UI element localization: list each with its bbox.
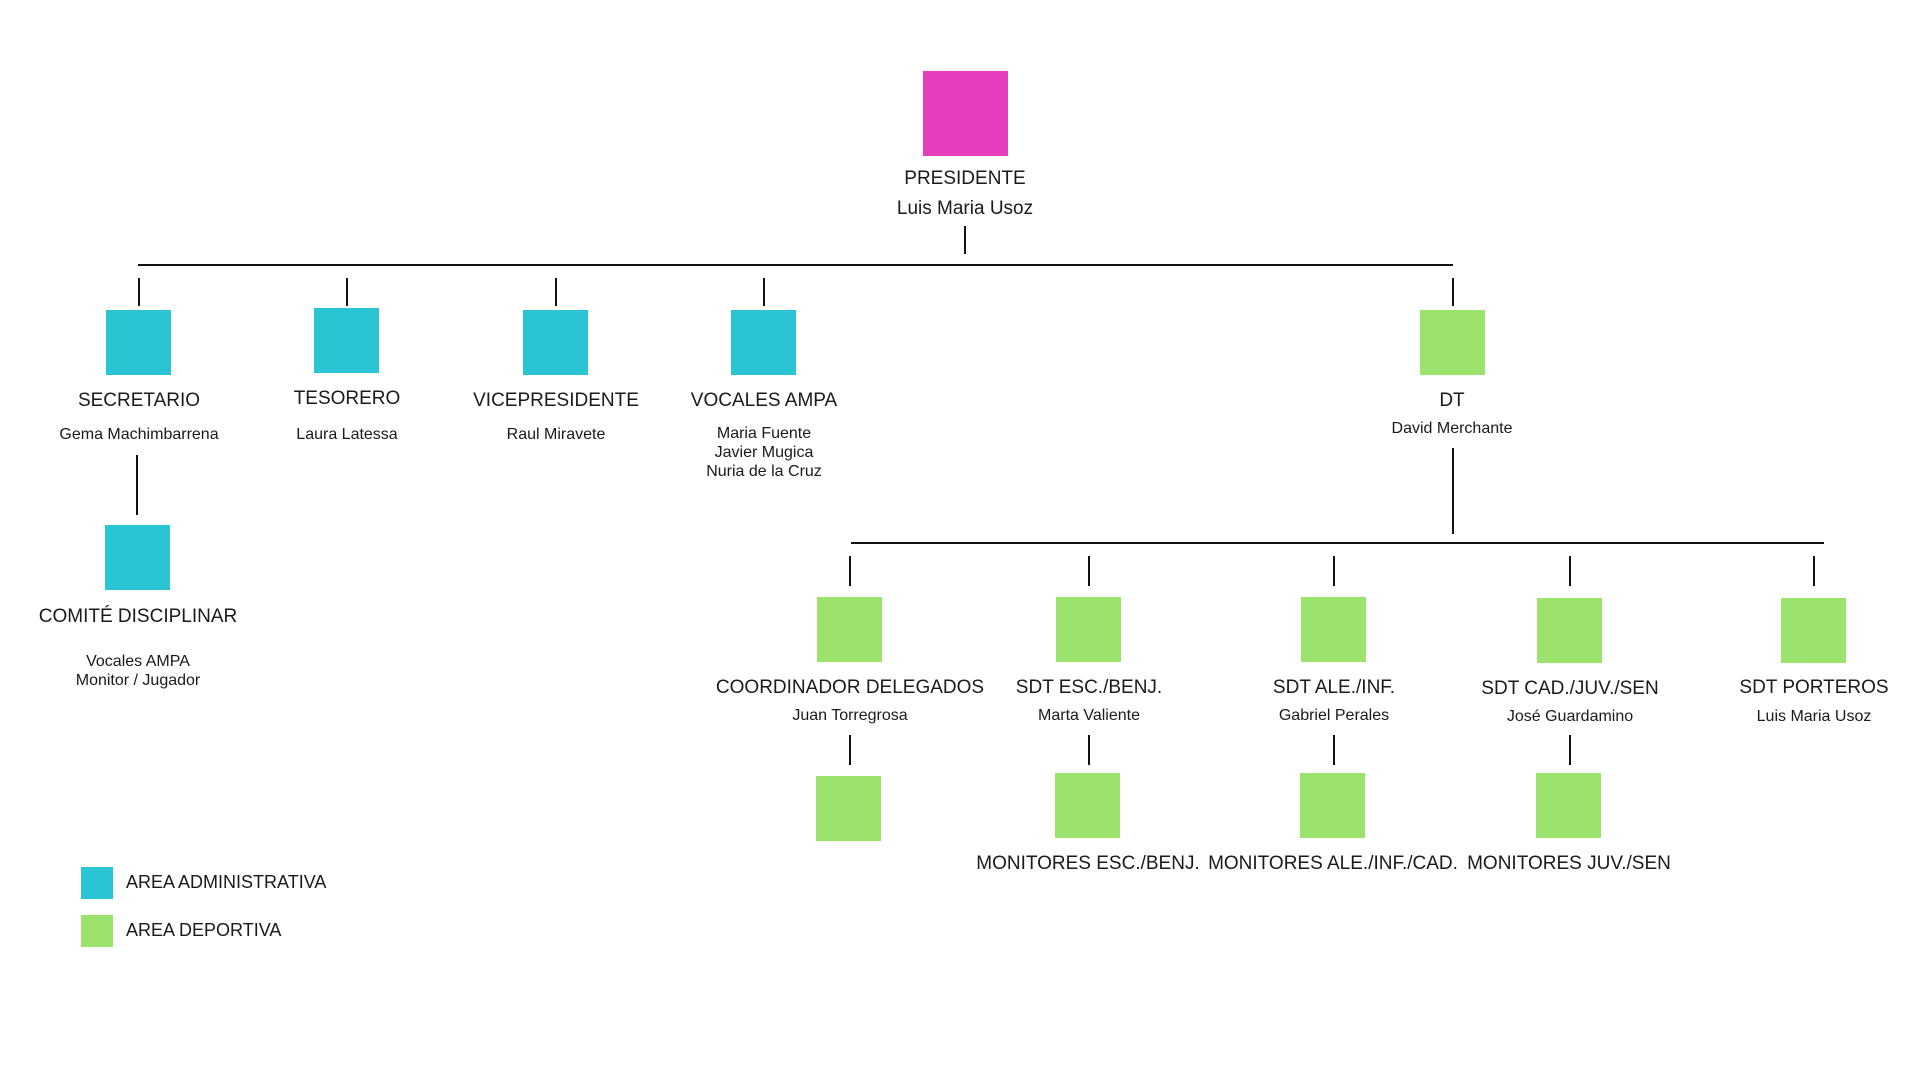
- vicepresidente-box: [523, 310, 588, 375]
- tesorero-title: TESORERO: [293, 388, 401, 409]
- monitores-esc-box: [1055, 773, 1120, 838]
- connector-sdt-ale: [1333, 556, 1335, 586]
- president-name: Luis Maria Usoz: [896, 198, 1034, 219]
- sdt-ale-name: Gabriel Perales: [1278, 707, 1390, 724]
- comite-box: [105, 525, 170, 590]
- connector-sdt-esc-down: [1088, 735, 1090, 765]
- dt-title: DT: [1439, 390, 1465, 411]
- sdt-ale-title: SDT ALE./INF.: [1272, 677, 1396, 698]
- secretario-title: SECRETARIO: [77, 390, 201, 411]
- dt-name: David Merchante: [1391, 420, 1513, 437]
- connector-vicepresidente: [555, 278, 557, 306]
- connector-president: [964, 226, 966, 254]
- legend-sport-label: AREA DEPORTIVA: [126, 920, 282, 940]
- connector-dt: [1452, 278, 1454, 306]
- connector-dt-down: [1452, 448, 1454, 534]
- coordinador-sub-box: [816, 776, 881, 841]
- president-title: PRESIDENTE: [904, 168, 1026, 189]
- president-box: [923, 71, 1008, 156]
- connector-top-bar: [138, 264, 1453, 266]
- sdt-ale-box: [1301, 597, 1366, 662]
- sdt-cad-name: José Guardamino: [1506, 708, 1634, 725]
- connector-vocales: [763, 278, 765, 306]
- vocales-names: Maria Fuente Javier Mugica Nuria de la C…: [706, 424, 822, 481]
- connector-coordinador-down: [849, 735, 851, 765]
- legend-admin-label: AREA ADMINISTRATIVA: [126, 872, 327, 892]
- vocales-title: VOCALES AMPA: [690, 390, 838, 411]
- sdt-cad-box: [1537, 598, 1602, 663]
- comite-name-2: Monitor / Jugador: [75, 672, 201, 689]
- connector-sdt-ale-down: [1333, 735, 1335, 765]
- connector-sdt-esc: [1088, 556, 1090, 586]
- sdt-porteros-name: Luis Maria Usoz: [1756, 708, 1872, 725]
- connector-comite: [136, 455, 138, 515]
- connector-sdt-cad-down: [1569, 735, 1571, 765]
- connector-sdt-cad: [1569, 556, 1571, 586]
- secretario-name: Gema Machimbarrena: [59, 426, 219, 443]
- sdt-porteros-title: SDT PORTEROS: [1739, 677, 1889, 698]
- sdt-esc-box: [1056, 597, 1121, 662]
- coordinador-title: COORDINADOR DELEGADOS: [715, 677, 985, 698]
- vocales-name-2: Javier Mugica: [714, 444, 814, 461]
- comite-name-1: Vocales AMPA: [86, 653, 190, 670]
- connector-secretario: [138, 278, 140, 306]
- comite-title: COMITÉ DISCIPLINAR: [38, 606, 238, 627]
- sdt-porteros-box: [1781, 598, 1846, 663]
- coordinador-name: Juan Torregrosa: [792, 707, 908, 724]
- legend-admin-swatch: [81, 867, 113, 899]
- comite-names: Vocales AMPA Monitor / Jugador: [76, 652, 201, 690]
- vocales-box: [731, 310, 796, 375]
- vicepresidente-title: VICEPRESIDENTE: [473, 390, 639, 411]
- monitores-juv-label: MONITORES JUV./SEN: [1467, 853, 1671, 874]
- sdt-esc-name: Marta Valiente: [1038, 707, 1140, 724]
- tesorero-box: [314, 308, 379, 373]
- secretario-box: [106, 310, 171, 375]
- vocales-name-3: Nuria de la Cruz: [706, 463, 822, 480]
- connector-sdt-porteros: [1813, 556, 1815, 586]
- vocales-name-1: Maria Fuente: [716, 425, 812, 442]
- legend-sport-swatch: [81, 915, 113, 947]
- tesorero-name: Laura Latessa: [296, 426, 398, 443]
- connector-coordinador: [849, 556, 851, 586]
- monitores-ale-label: MONITORES ALE./INF./CAD.: [1208, 853, 1458, 874]
- connector-tesorero: [346, 278, 348, 306]
- vicepresidente-name: Raul Miravete: [506, 426, 606, 443]
- dt-box: [1420, 310, 1485, 375]
- monitores-juv-box: [1536, 773, 1601, 838]
- connector-sport-bar: [851, 542, 1824, 544]
- monitores-esc-label: MONITORES ESC./BENJ.: [976, 853, 1200, 874]
- coordinador-box: [817, 597, 882, 662]
- sdt-cad-title: SDT CAD./JUV./SEN: [1481, 678, 1659, 699]
- sdt-esc-title: SDT ESC./BENJ.: [1015, 677, 1163, 698]
- monitores-ale-box: [1300, 773, 1365, 838]
